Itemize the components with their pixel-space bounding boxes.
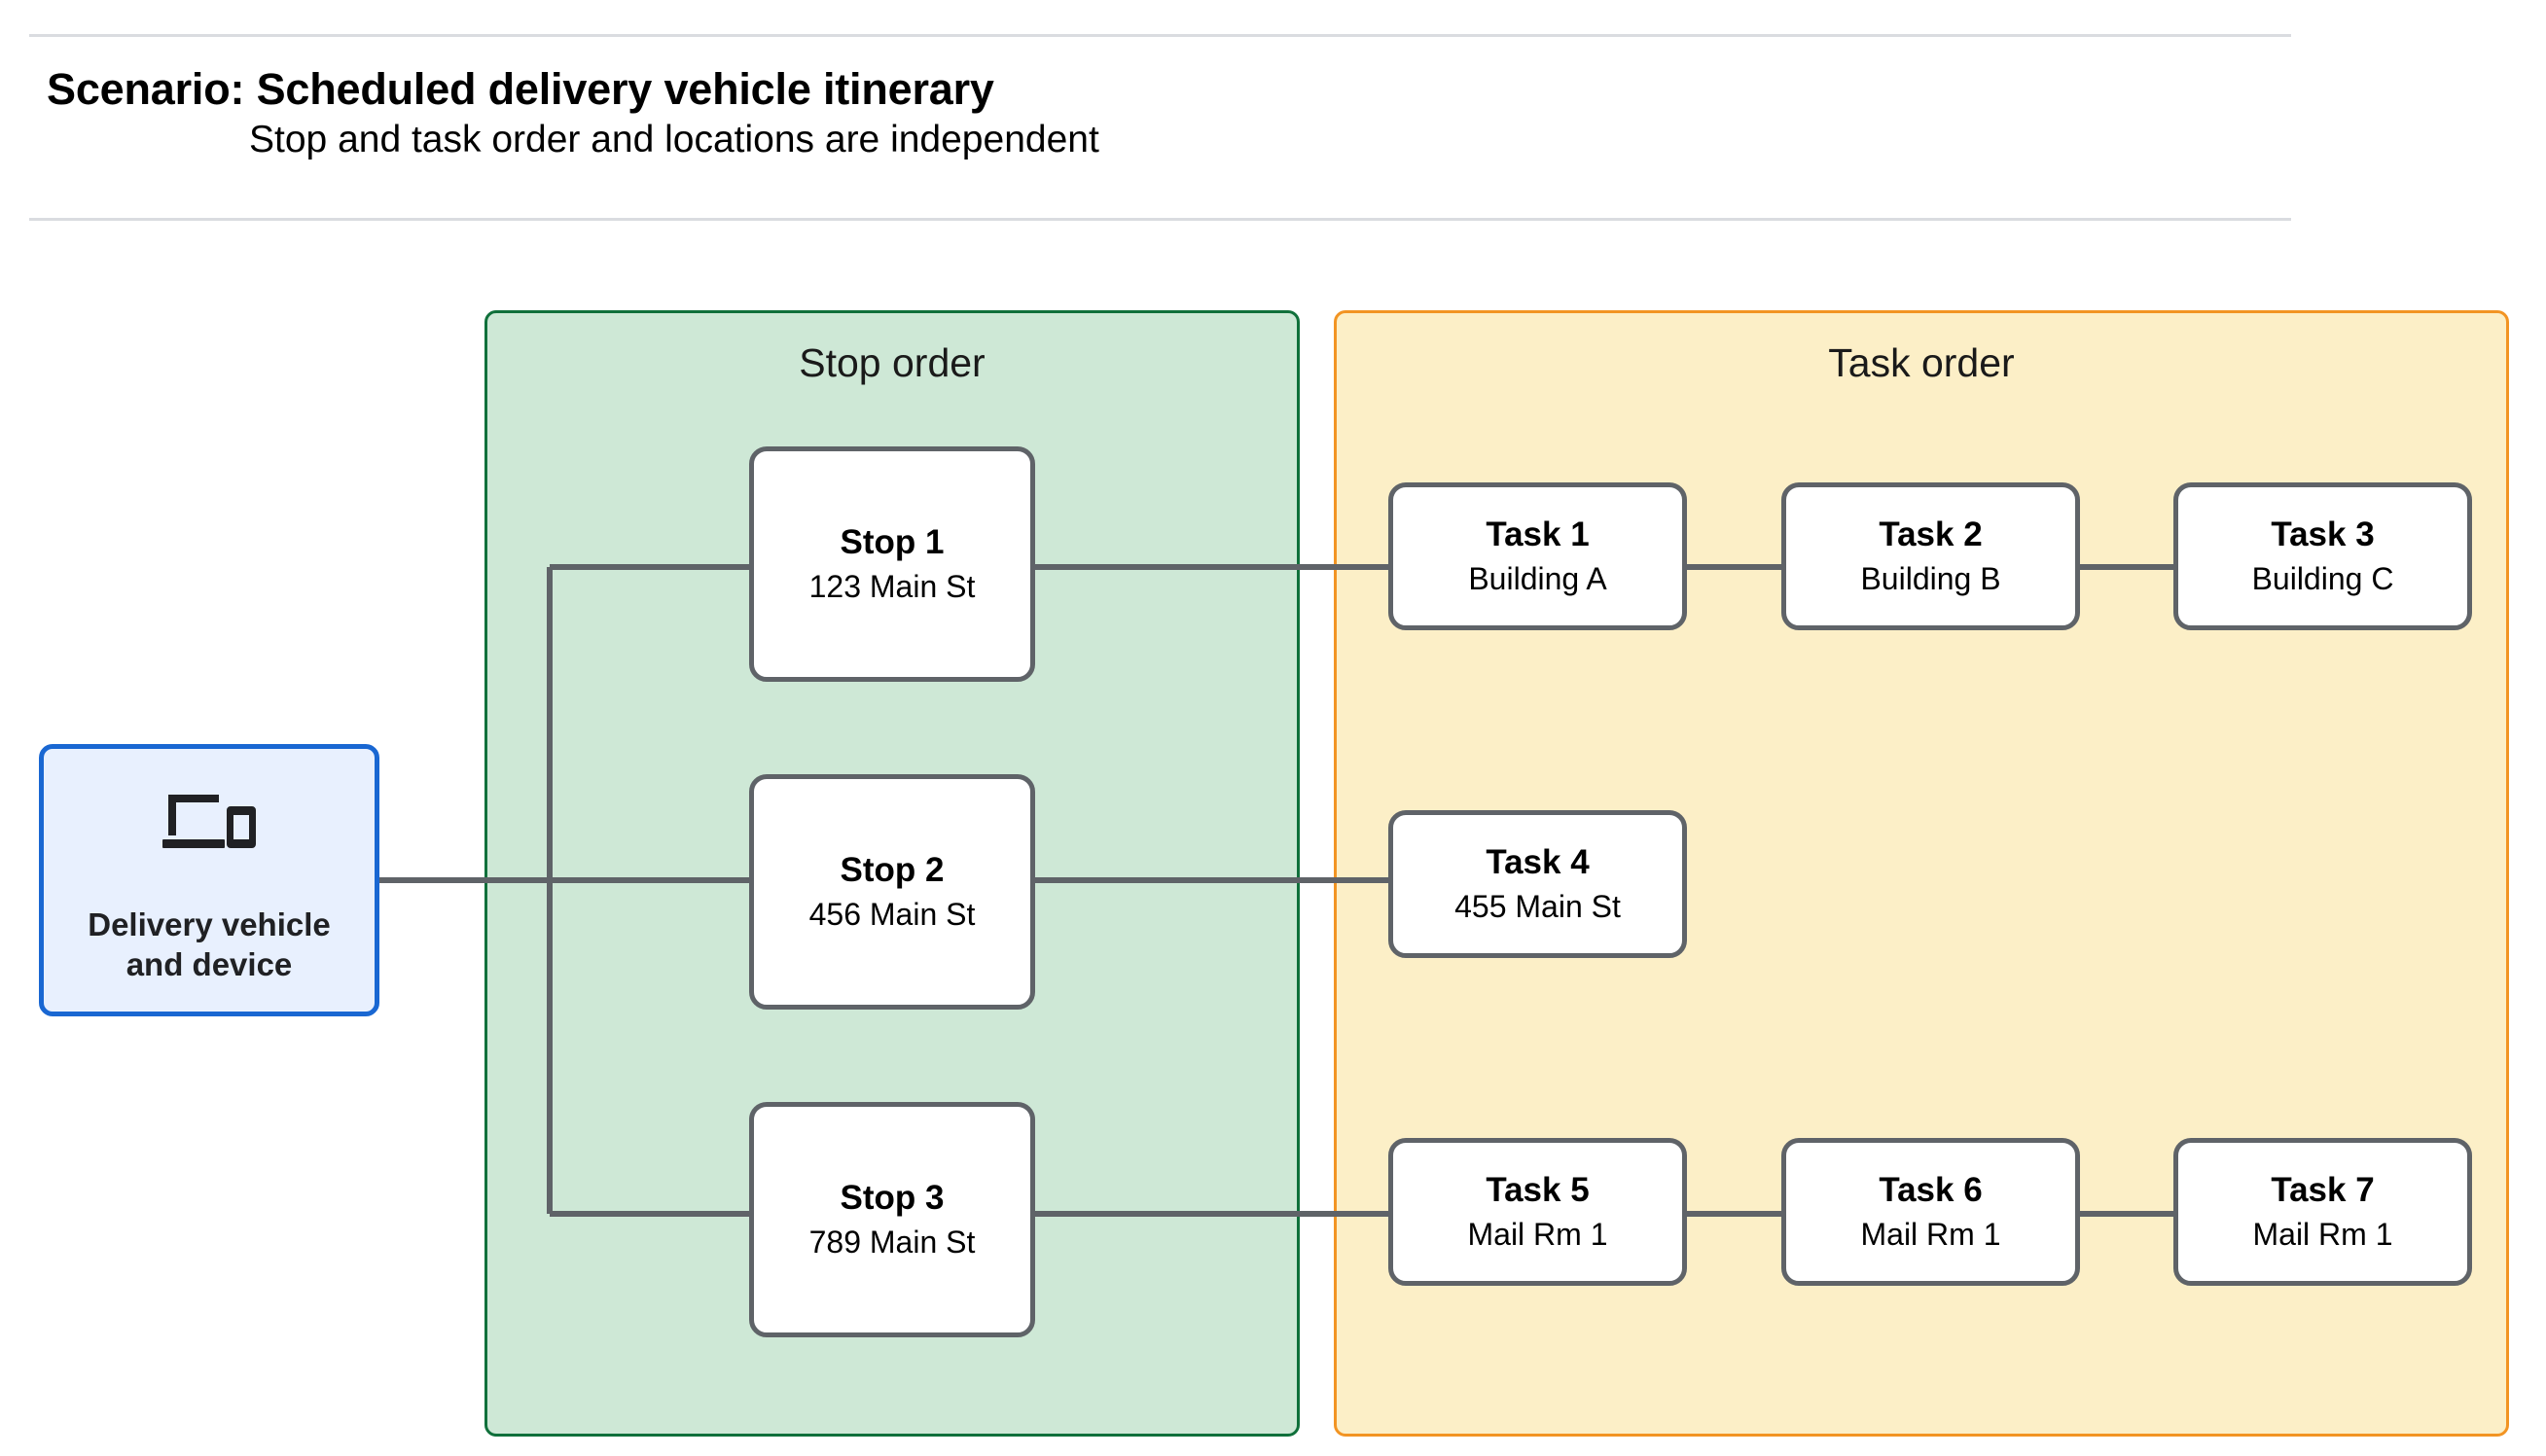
task-node-3[interactable]: Task 3 Building C <box>2173 482 2472 630</box>
devices-icon <box>162 795 256 848</box>
task-title: Task 4 <box>1486 843 1590 882</box>
task-node-2[interactable]: Task 2 Building B <box>1781 482 2080 630</box>
stop-location: 456 Main St <box>808 896 976 932</box>
header-rule-bottom <box>29 218 2291 221</box>
task-title: Task 3 <box>2271 515 2375 554</box>
header-rule-top <box>29 34 2291 37</box>
stop-location: 789 Main St <box>808 1224 976 1260</box>
task-location: Mail Rm 1 <box>2252 1216 2393 1252</box>
task-node-7[interactable]: Task 7 Mail Rm 1 <box>2173 1138 2472 1286</box>
task-location: Mail Rm 1 <box>1467 1216 1608 1252</box>
task-order-panel-title: Task order <box>1828 340 2015 385</box>
task-node-4[interactable]: Task 4 455 Main St <box>1388 810 1687 958</box>
stop-node-2[interactable]: Stop 2 456 Main St <box>749 774 1035 1010</box>
stop-order-panel-title: Stop order <box>799 340 986 385</box>
task-title: Task 5 <box>1486 1171 1590 1210</box>
task-node-1[interactable]: Task 1 Building A <box>1388 482 1687 630</box>
task-location: Building B <box>1860 560 2001 596</box>
task-title: Task 1 <box>1486 515 1590 554</box>
task-title: Task 2 <box>1879 515 1983 554</box>
page-title: Scenario: Scheduled delivery vehicle iti… <box>47 64 994 114</box>
stop-node-1[interactable]: Stop 1 123 Main St <box>749 446 1035 682</box>
task-node-5[interactable]: Task 5 Mail Rm 1 <box>1388 1138 1687 1286</box>
stop-title: Stop 3 <box>840 1179 945 1218</box>
task-title: Task 7 <box>2271 1171 2375 1210</box>
task-node-6[interactable]: Task 6 Mail Rm 1 <box>1781 1138 2080 1286</box>
task-location: Building A <box>1468 560 1607 596</box>
task-location: 455 Main St <box>1454 888 1621 924</box>
stop-title: Stop 1 <box>840 523 945 562</box>
task-location: Mail Rm 1 <box>1860 1216 2001 1252</box>
stop-node-3[interactable]: Stop 3 789 Main St <box>749 1102 1035 1337</box>
stop-title: Stop 2 <box>840 851 945 890</box>
page-subtitle: Stop and task order and locations are in… <box>249 119 1099 160</box>
stop-location: 123 Main St <box>808 568 976 604</box>
task-title: Task 6 <box>1879 1171 1983 1210</box>
task-location: Building C <box>2251 560 2394 596</box>
